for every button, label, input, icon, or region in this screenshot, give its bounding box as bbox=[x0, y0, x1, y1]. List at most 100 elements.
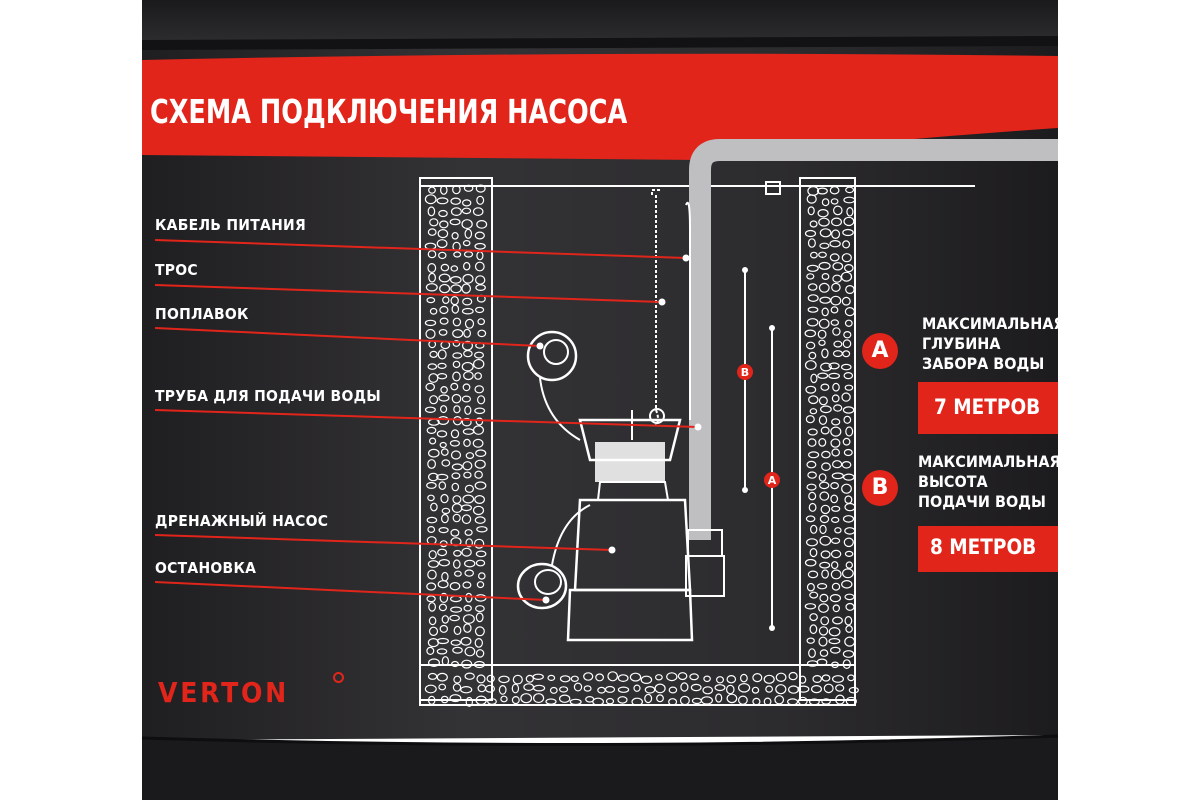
pebble bbox=[428, 186, 436, 194]
pebble bbox=[666, 672, 678, 682]
pebble bbox=[820, 405, 832, 414]
pebble bbox=[830, 295, 842, 306]
pebble bbox=[462, 494, 475, 504]
pebble bbox=[703, 675, 711, 683]
pebble bbox=[461, 283, 471, 294]
pebble bbox=[797, 685, 810, 693]
pebble bbox=[842, 650, 855, 658]
pebble bbox=[449, 614, 460, 622]
pebble bbox=[819, 228, 832, 238]
pebble bbox=[472, 207, 484, 217]
pebble bbox=[830, 661, 839, 669]
diagram-mark-a: A bbox=[767, 474, 777, 487]
pebble bbox=[832, 327, 841, 336]
pebble bbox=[485, 684, 496, 693]
pebble bbox=[846, 207, 854, 217]
pebble bbox=[451, 232, 459, 240]
pebble bbox=[436, 672, 448, 682]
pebble bbox=[439, 220, 449, 229]
pebble bbox=[473, 358, 485, 370]
pebble bbox=[702, 686, 713, 695]
pebble bbox=[461, 307, 474, 315]
pebble bbox=[807, 471, 817, 479]
pebble bbox=[428, 616, 437, 626]
pebble bbox=[476, 219, 488, 229]
pebble bbox=[424, 684, 437, 694]
pebble bbox=[472, 505, 485, 516]
pebble bbox=[429, 395, 439, 405]
pebble bbox=[820, 383, 830, 391]
pebble bbox=[700, 696, 714, 705]
pebble bbox=[476, 195, 485, 205]
pebble bbox=[809, 547, 818, 558]
pebble bbox=[830, 319, 840, 326]
pebble bbox=[841, 460, 852, 469]
pebble bbox=[726, 693, 738, 704]
pebble bbox=[427, 672, 438, 680]
pebble bbox=[441, 615, 449, 624]
pebble bbox=[821, 198, 830, 207]
pebble bbox=[465, 592, 473, 603]
label-drainage-pump: ДРЕНАЖНЫЙ НАСОС bbox=[155, 512, 329, 530]
pebble bbox=[828, 372, 840, 379]
leader-lines bbox=[154, 239, 699, 601]
pebble bbox=[832, 205, 843, 216]
pebble bbox=[440, 405, 448, 414]
pebble bbox=[629, 672, 642, 682]
pebble bbox=[821, 569, 829, 579]
pebble bbox=[512, 674, 523, 685]
pebble bbox=[821, 674, 831, 682]
pebble bbox=[462, 614, 475, 624]
pebble bbox=[821, 307, 829, 317]
pebble bbox=[532, 673, 544, 681]
pebble bbox=[841, 296, 851, 306]
pebble bbox=[477, 572, 486, 580]
pebble bbox=[805, 415, 815, 424]
pebble bbox=[843, 331, 852, 339]
pebble bbox=[449, 439, 460, 447]
pebble bbox=[426, 297, 436, 304]
pebble bbox=[463, 349, 473, 358]
pebble bbox=[797, 696, 808, 706]
pebble bbox=[498, 685, 507, 695]
pebble bbox=[820, 616, 830, 626]
pebble bbox=[821, 273, 830, 281]
pebble bbox=[841, 483, 852, 494]
pebble bbox=[441, 459, 451, 467]
pebble bbox=[460, 686, 473, 694]
pebble bbox=[817, 329, 827, 339]
pebble bbox=[808, 351, 817, 360]
pebble bbox=[461, 361, 474, 372]
pebble bbox=[438, 683, 447, 691]
pebble bbox=[842, 240, 851, 249]
pebble bbox=[775, 672, 787, 683]
pebble bbox=[831, 582, 841, 591]
pebble bbox=[474, 261, 485, 272]
pebble bbox=[819, 593, 829, 603]
pebble bbox=[829, 239, 841, 248]
pebble bbox=[476, 526, 488, 533]
pebble bbox=[845, 625, 853, 633]
pebble bbox=[751, 686, 760, 694]
pebble bbox=[462, 581, 472, 589]
pebble bbox=[842, 437, 851, 446]
pebble bbox=[677, 672, 688, 681]
pebble bbox=[752, 697, 761, 706]
pebble bbox=[451, 304, 460, 314]
pebble bbox=[763, 674, 775, 684]
pebble bbox=[475, 649, 485, 658]
diagram-title: СХЕМА ПОДКЛЮЧЕНИЯ НАСОСА bbox=[150, 92, 628, 131]
pebble bbox=[816, 583, 828, 590]
pebble bbox=[452, 340, 461, 347]
pebble bbox=[841, 392, 851, 402]
pebble bbox=[440, 493, 449, 504]
pebble bbox=[830, 549, 842, 559]
pebble bbox=[429, 307, 438, 315]
pebble bbox=[831, 675, 844, 683]
pebble bbox=[427, 250, 437, 259]
pebble bbox=[474, 407, 486, 415]
pebble bbox=[427, 459, 437, 469]
pebble bbox=[475, 284, 486, 292]
pebble bbox=[452, 646, 463, 654]
pebble bbox=[655, 674, 663, 681]
